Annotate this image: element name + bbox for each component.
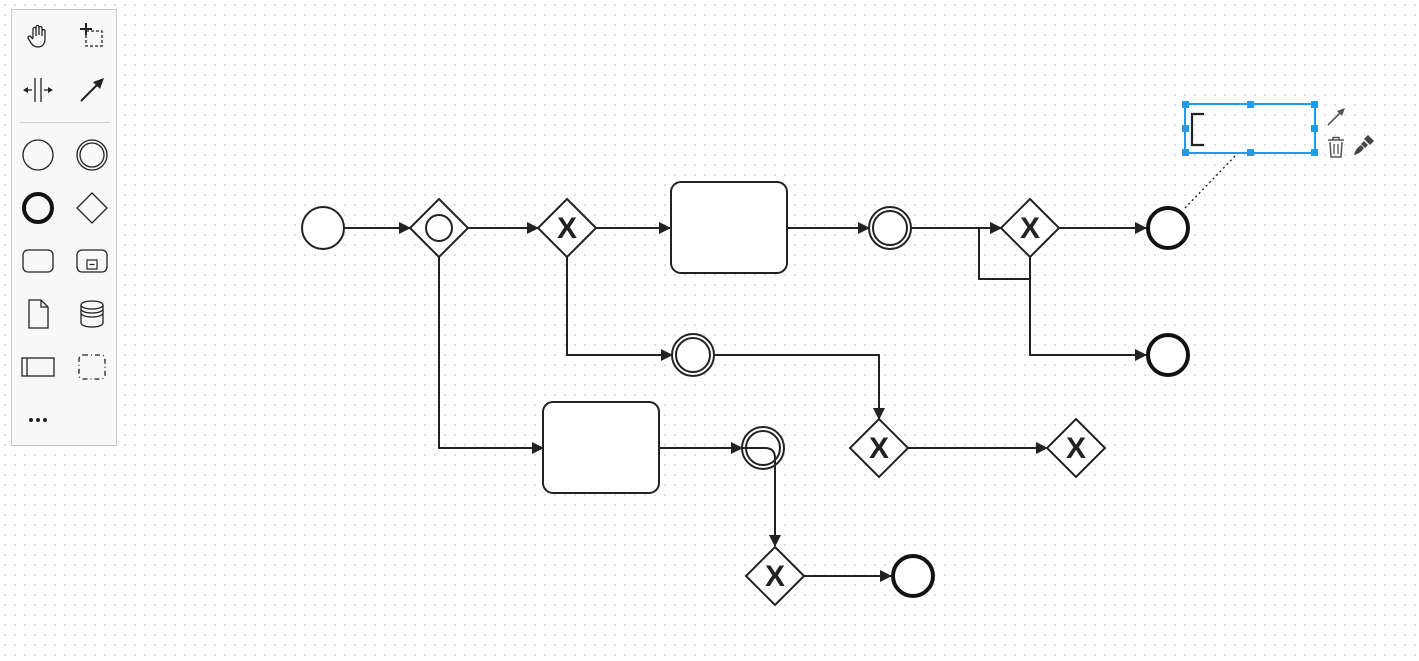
exclusive-gateway[interactable]: X — [1045, 417, 1107, 479]
data-store-icon — [80, 300, 104, 328]
palette-separator — [20, 122, 110, 123]
gateway-marker: X — [765, 560, 785, 593]
connect-arrow-icon — [1327, 108, 1345, 126]
data-object-icon — [28, 299, 49, 329]
context-pad-connect[interactable] — [1323, 104, 1349, 130]
tool-palette — [11, 9, 117, 446]
create-subprocess-button[interactable] — [70, 239, 114, 283]
create-task-button[interactable] — [16, 239, 60, 283]
exclusive-gateway[interactable]: X — [744, 545, 806, 607]
global-connect-tool-button[interactable] — [70, 68, 114, 112]
task[interactable] — [670, 181, 788, 274]
sequence-flow[interactable] — [438, 257, 544, 454]
resize-handle[interactable] — [1247, 101, 1254, 108]
space-tool-button[interactable] — [16, 68, 60, 112]
intermediate-event[interactable] — [671, 333, 715, 377]
resize-handle[interactable] — [1182, 149, 1189, 156]
create-group-button[interactable] — [70, 345, 114, 389]
group-icon — [78, 354, 106, 380]
resize-handle[interactable] — [1247, 149, 1254, 156]
task-icon — [22, 249, 54, 273]
exclusive-gateway[interactable]: X — [848, 417, 910, 479]
sequence-flow[interactable] — [566, 257, 673, 361]
association-line[interactable] — [1184, 152, 1239, 209]
context-pad-color[interactable] — [1351, 132, 1377, 158]
start-event[interactable] — [301, 206, 345, 250]
event-based-gateway[interactable] — [408, 197, 470, 259]
subprocess-icon — [76, 249, 108, 273]
resize-handle[interactable] — [1182, 125, 1189, 132]
exclusive-gateway[interactable]: X — [999, 197, 1061, 259]
connect-arrow-icon — [80, 78, 104, 102]
lasso-tool-button[interactable] — [70, 14, 114, 58]
end-event[interactable] — [1146, 206, 1190, 250]
hand-tool-button[interactable] — [16, 14, 60, 58]
create-end-event-button[interactable] — [16, 186, 60, 230]
create-gateway-button[interactable] — [70, 186, 114, 230]
create-intermediate-event-button[interactable] — [70, 133, 114, 177]
intermediate-event-icon — [76, 139, 108, 171]
selection-outline — [1182, 101, 1318, 156]
space-tool-icon — [23, 78, 53, 102]
start-event-icon — [22, 139, 54, 171]
gateway-icon — [76, 192, 108, 224]
resize-handle[interactable] — [1311, 125, 1318, 132]
create-start-event-button[interactable] — [16, 133, 60, 177]
resize-handle[interactable] — [1182, 101, 1189, 108]
gateway-marker: X — [869, 432, 889, 465]
sequence-flow-overlay — [742, 447, 776, 470]
lasso-icon — [80, 23, 103, 47]
end-event-icon — [22, 192, 54, 224]
gateway-marker: X — [1020, 212, 1040, 245]
trash-icon — [1328, 136, 1344, 158]
create-pool-button[interactable] — [16, 345, 60, 389]
context-pad-delete[interactable] — [1323, 134, 1349, 160]
sequence-flow[interactable] — [1029, 257, 1147, 361]
create-data-object-button[interactable] — [16, 292, 60, 336]
end-event[interactable] — [891, 554, 935, 598]
resize-handle[interactable] — [1311, 101, 1318, 108]
text-annotation[interactable] — [1190, 112, 1204, 147]
pool-icon — [21, 357, 55, 377]
intermediate-event[interactable] — [868, 206, 912, 250]
sequence-flow[interactable] — [714, 354, 885, 420]
paint-brush-icon — [1354, 135, 1374, 155]
end-event[interactable] — [1146, 333, 1190, 377]
more-tools-button[interactable] — [16, 398, 60, 442]
gateway-marker: X — [557, 212, 577, 245]
create-data-store-button[interactable] — [70, 292, 114, 336]
task[interactable] — [542, 401, 660, 494]
hand-icon — [27, 24, 46, 48]
more-icon — [29, 418, 47, 422]
resize-handle[interactable] — [1311, 149, 1318, 156]
gateway-marker: X — [1066, 432, 1086, 465]
exclusive-gateway[interactable]: X — [536, 197, 598, 259]
